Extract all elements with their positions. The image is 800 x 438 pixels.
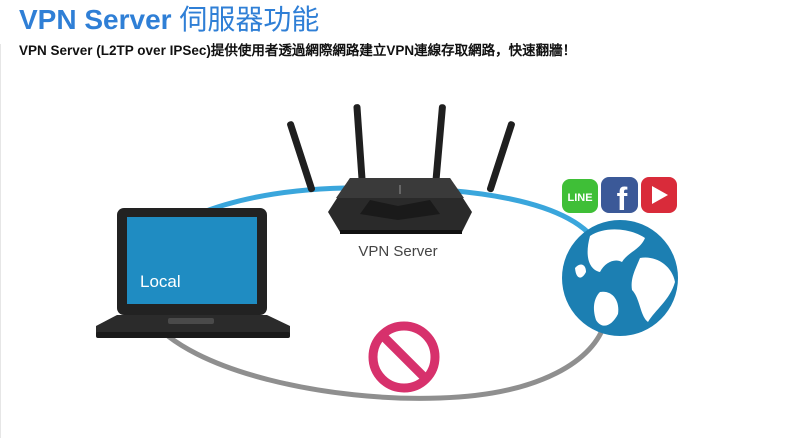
connection-ring-lower xyxy=(147,315,608,401)
router-label: VPN Server xyxy=(358,243,437,260)
router-icon xyxy=(287,104,515,234)
facebook-icon: f xyxy=(601,177,638,217)
facebook-icon-glyph: f xyxy=(617,181,628,217)
laptop-screen-label: Local xyxy=(140,272,181,291)
line-icon-label: LINE xyxy=(567,192,592,204)
page-title-english: VPN Server xyxy=(19,4,172,35)
laptop-icon xyxy=(96,208,290,338)
page-title: VPN Server 伺服器功能 xyxy=(19,2,319,38)
page-subtitle: VPN Server (L2TP over IPSec)提供使用者透過網際網路建… xyxy=(19,43,577,58)
no-entry-icon xyxy=(368,321,440,393)
page-left-border xyxy=(0,44,1,438)
line-icon: LINE xyxy=(562,179,598,213)
youtube-icon xyxy=(641,177,677,213)
page-title-chinese: 伺服器功能 xyxy=(179,4,320,35)
globe-icon xyxy=(562,220,678,336)
